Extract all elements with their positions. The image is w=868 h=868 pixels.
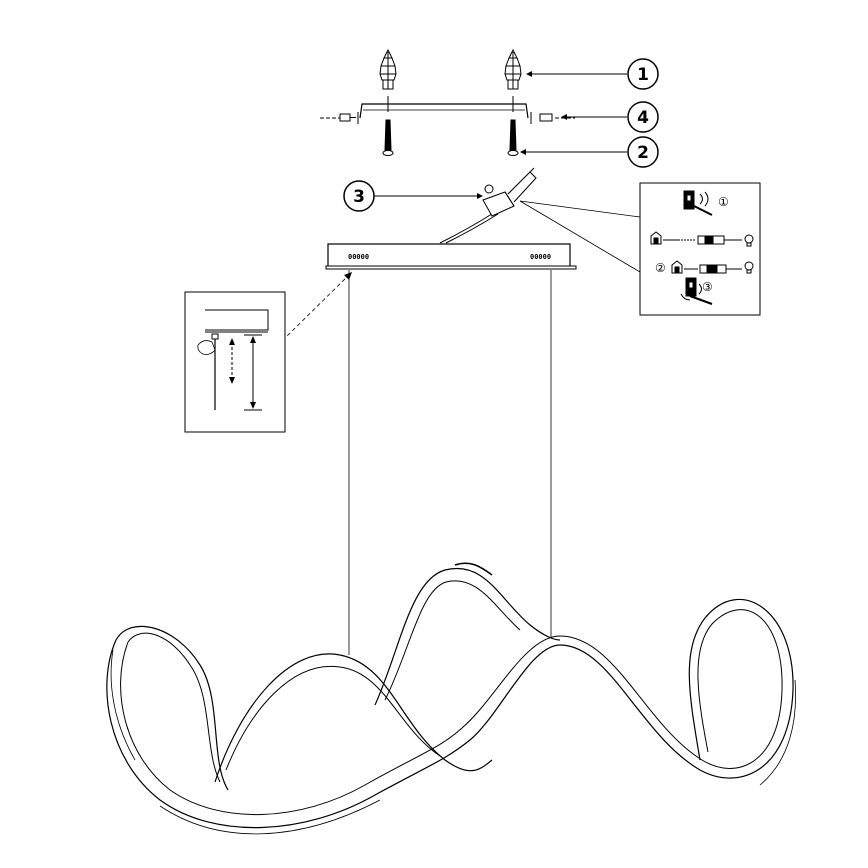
callout-1: 1 (526, 58, 659, 90)
callout-3: 3 (343, 180, 483, 212)
wire-connector (439, 167, 537, 244)
side-screw-left (339, 112, 359, 124)
wave-light-body (106, 562, 796, 835)
mounting-hardware (320, 48, 575, 156)
callout-1-label: 1 (637, 65, 649, 85)
connector-press-icon (683, 190, 713, 216)
screw-right (507, 119, 519, 156)
canopy-vent-right: 00000 (530, 253, 551, 261)
screw-left (382, 119, 394, 156)
inset-step-1: ① (718, 195, 729, 209)
callout-4: 4 (561, 101, 659, 133)
side-screw-right (530, 112, 553, 124)
connector-row-2 (671, 260, 754, 274)
connector-release-icon (680, 277, 713, 305)
canopy: 00000 00000 (325, 243, 577, 270)
suspension-wires (348, 270, 552, 655)
callout-2: 2 (520, 136, 659, 168)
callout-4-label: 4 (637, 108, 649, 128)
height-adjust-inset (184, 272, 352, 433)
callout-2-label: 2 (637, 143, 649, 163)
canopy-vent-left: 00000 (348, 253, 369, 261)
connector-inset: ① ② (519, 182, 761, 316)
wall-anchor-right (504, 48, 522, 90)
wall-anchor-left (379, 48, 397, 90)
connector-row-1 (650, 231, 754, 247)
inset-step-3: ③ (702, 280, 713, 294)
inset-step-2: ② (655, 261, 666, 275)
callout-3-label: 3 (353, 187, 365, 207)
